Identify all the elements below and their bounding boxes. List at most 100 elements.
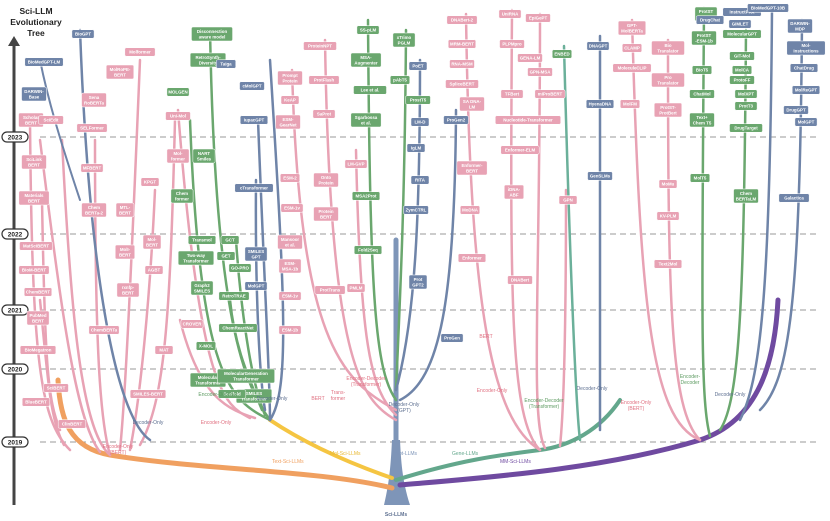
model-node-label: Nucleotide-Transformer [503, 118, 553, 123]
model-node-label: GPN-MSA [530, 70, 552, 75]
model-node: MolReGPT [791, 85, 821, 95]
model-node: MoMu [658, 179, 678, 189]
model-node-label: -ESM-1b [695, 38, 713, 43]
model-node-label: MolBERTa [621, 28, 643, 33]
model-node-label: RoBERTa [84, 100, 104, 105]
model-node: BioMegatron [19, 345, 57, 355]
model-node-label: ESM-1v [284, 206, 300, 211]
model-node-box [350, 52, 382, 68]
title-line2: Evolutionary [10, 17, 62, 27]
model-node-box [71, 29, 95, 39]
architecture-label: Encoder-Decoder [524, 398, 564, 404]
model-node-label: GIMLET [732, 22, 749, 27]
architecture-label: (BERT) [628, 406, 645, 412]
model-node-label: GCT [225, 238, 235, 243]
model-node: DARWIN-MDP [787, 18, 813, 34]
model-node-box [218, 291, 250, 301]
year-label: 2019 [8, 439, 23, 446]
model-node: DNABert [507, 275, 533, 285]
model-node-label: BERT [466, 168, 478, 173]
model-node-box [216, 251, 236, 261]
model-node-label: MFBERT [83, 166, 102, 171]
model-node-box [617, 20, 647, 36]
model-node: DrugChat [695, 15, 725, 25]
model-node: DNAGPT [586, 41, 610, 51]
model-node-box [312, 109, 336, 119]
model-node-box [350, 112, 382, 128]
model-node-label: GENA-LM [520, 56, 541, 61]
model-node: ESM-1v [278, 291, 302, 301]
model-node: Mol-former [166, 148, 190, 164]
model-node: UniRNA [498, 9, 522, 19]
model-node: SMILES-BERT [129, 389, 167, 399]
model-node-box [23, 287, 53, 297]
model-node-box [658, 179, 678, 189]
model-node: SpliceBERT [445, 79, 479, 89]
model-node-label: GenSLMs [590, 174, 611, 179]
model-node-label: SpliceBERT [450, 82, 475, 87]
model-node-label: MOLGEN [168, 90, 187, 95]
model-node-label: GO-PRO [231, 266, 249, 271]
model-node: GPT-MolBERTa [617, 20, 647, 36]
model-node: ProtST-ESM-1b [691, 30, 717, 46]
model-node: Enformer-BERT [456, 160, 488, 176]
model-node-box [140, 177, 160, 187]
model-node: pAbT5 [390, 75, 410, 85]
model-node-label: Disconnection [197, 29, 228, 34]
model-node-box [408, 274, 428, 290]
model-node: Nucleotide-Transformer [495, 115, 561, 125]
model-node-label: ProtST- [660, 105, 676, 110]
model-node-label: SELFormer [80, 126, 104, 131]
model-node-label: Protein [318, 209, 333, 214]
model-node-label: CLAMP [624, 46, 640, 51]
model-node-label: BERT [146, 242, 158, 247]
model-node-label: Base [29, 94, 40, 99]
model-node-label: iupacGPT [244, 118, 265, 123]
model-node-label: Mol- [147, 237, 157, 242]
model-node-label: et al. [285, 242, 295, 247]
model-node-box [656, 211, 680, 221]
model-node-label: DARWIN- [24, 89, 44, 94]
model-node-label: MSA-1b [282, 266, 299, 271]
model-node-label: DNABert-2 [451, 18, 474, 23]
model-node-label: BERT [28, 162, 40, 167]
model-node-label: BioMegatron [25, 348, 52, 353]
model-node: BioT5 [692, 65, 712, 75]
model-node: TFBert [500, 89, 524, 99]
model-node-box [129, 389, 167, 399]
model-node: BioMedGPT-LM [24, 57, 64, 67]
model-node: EpiGePT [525, 13, 551, 23]
model-node-box [353, 245, 383, 255]
model-node-box [277, 70, 303, 86]
architecture-label: Encoder-Only [201, 420, 232, 426]
tree-title: Sci-LLM Evolutionary Tree [10, 6, 62, 38]
architecture-label: (Transformer) [529, 404, 560, 410]
model-node-label: BERT [114, 72, 126, 77]
model-node: Mol-BERT [142, 234, 162, 250]
model-node: AGBT [144, 265, 164, 275]
model-node-box [449, 59, 475, 69]
model-node-box [81, 92, 107, 108]
model-node-box [729, 51, 755, 61]
model-node-box [552, 49, 572, 59]
model-node: miProBERT [534, 89, 566, 99]
model-node: ESM-1v [280, 203, 304, 213]
architecture-label: Decoder [681, 380, 700, 386]
model-node: BioMedGPT-10B [747, 3, 789, 13]
model-node-label: ChatMol [693, 92, 710, 97]
model-node-label: MolGPT [248, 284, 265, 289]
title-line1: Sci-LLM [19, 6, 52, 16]
mm-subbranch-1 [666, 38, 702, 442]
model-node: ChemBERT [23, 287, 53, 297]
model-node-box [313, 172, 339, 188]
model-node-label: GPT2 [412, 282, 424, 287]
model-node-label: Molformer [129, 50, 151, 55]
year-label: 2021 [8, 307, 23, 314]
model-node-label: Enformer-ELM [505, 148, 536, 153]
model-node: RITA [410, 175, 430, 185]
model-node: ChatDrug [789, 63, 819, 73]
model-node: CLAMP [622, 43, 642, 53]
